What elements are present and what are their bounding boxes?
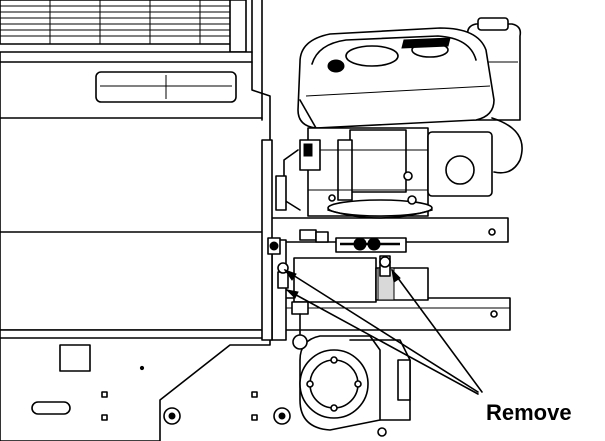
engine (163, 17, 523, 437)
drive-pulley (299, 229, 407, 253)
lower-drive (291, 301, 411, 431)
mounting-bolts (267, 237, 391, 289)
frame-slot (31, 401, 71, 415)
grille (0, 0, 247, 53)
callout-leaders (283, 268, 483, 395)
chassis-body (0, 0, 271, 441)
engine-block (275, 117, 523, 219)
frame-bolts (163, 407, 387, 437)
engine-shroud (297, 27, 495, 129)
frame-cutout-square (59, 344, 91, 372)
remove-callout-label: Remove (486, 400, 572, 425)
